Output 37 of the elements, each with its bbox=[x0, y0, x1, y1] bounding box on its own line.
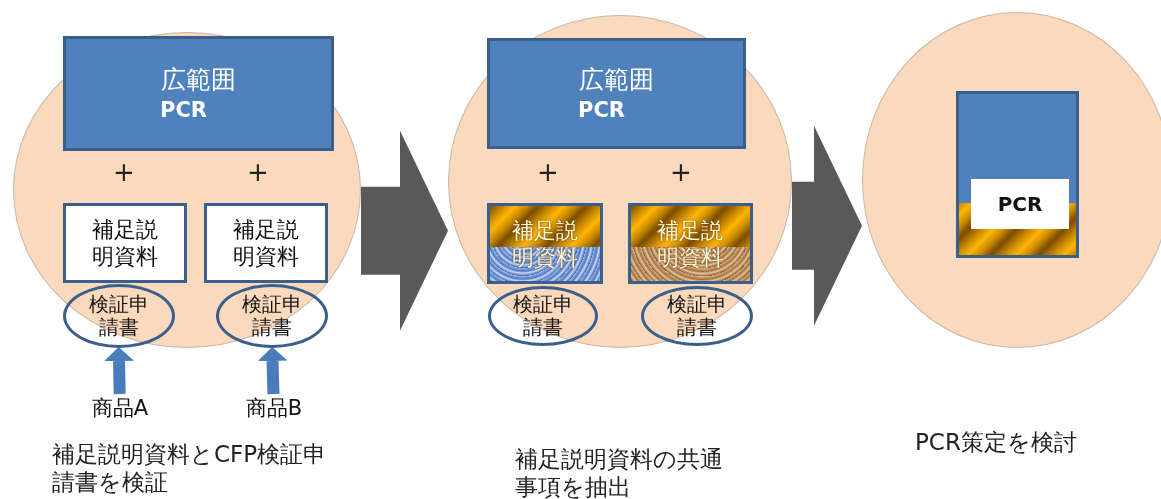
box-label: PCR bbox=[578, 96, 625, 124]
scope-box bbox=[487, 38, 746, 149]
box-text: 検証申請書 bbox=[512, 293, 574, 339]
box-text: 検証申請書 bbox=[88, 293, 150, 339]
oval-outline bbox=[488, 286, 598, 346]
document-box bbox=[63, 203, 187, 283]
scope-box bbox=[63, 36, 334, 151]
textured-box bbox=[487, 203, 603, 284]
oval-outline bbox=[641, 286, 753, 346]
label-box: PCR bbox=[971, 179, 1069, 229]
step-caption: 補足説明資料とCFP検証申請書を検証 bbox=[52, 440, 328, 496]
step-caption: PCR策定を検討 bbox=[915, 428, 1078, 456]
block-arrow bbox=[792, 125, 862, 326]
oval-outline bbox=[63, 284, 175, 348]
oval-outline bbox=[216, 284, 328, 348]
box-text: 検証申請書 bbox=[241, 293, 303, 339]
split-box bbox=[956, 91, 1079, 258]
plus-sign: + bbox=[670, 157, 692, 187]
box-text: 補足説明資料 bbox=[91, 216, 159, 270]
document-box bbox=[204, 203, 328, 283]
plus-sign: + bbox=[247, 157, 269, 187]
box-text: 補足説明資料 bbox=[511, 216, 579, 271]
block-arrow bbox=[361, 130, 448, 331]
box-text: 補足説明資料 bbox=[656, 216, 725, 271]
plus-sign: + bbox=[537, 157, 559, 187]
textured-box bbox=[628, 203, 753, 284]
box-text: 補足説明資料 bbox=[232, 216, 300, 270]
step-caption: 補足説明資料の共通事項を抽出 bbox=[515, 445, 724, 499]
arrow bbox=[104, 347, 134, 395]
plus-sign: + bbox=[113, 157, 135, 187]
box-text: 検証申請書 bbox=[666, 293, 728, 339]
product-label: 商品B bbox=[234, 394, 314, 422]
arrow bbox=[257, 347, 288, 395]
box-title: 広範囲 bbox=[579, 63, 654, 96]
box-title: 広範囲 bbox=[161, 63, 236, 96]
box-label: PCR bbox=[160, 96, 207, 124]
product-label: 商品A bbox=[80, 394, 160, 422]
